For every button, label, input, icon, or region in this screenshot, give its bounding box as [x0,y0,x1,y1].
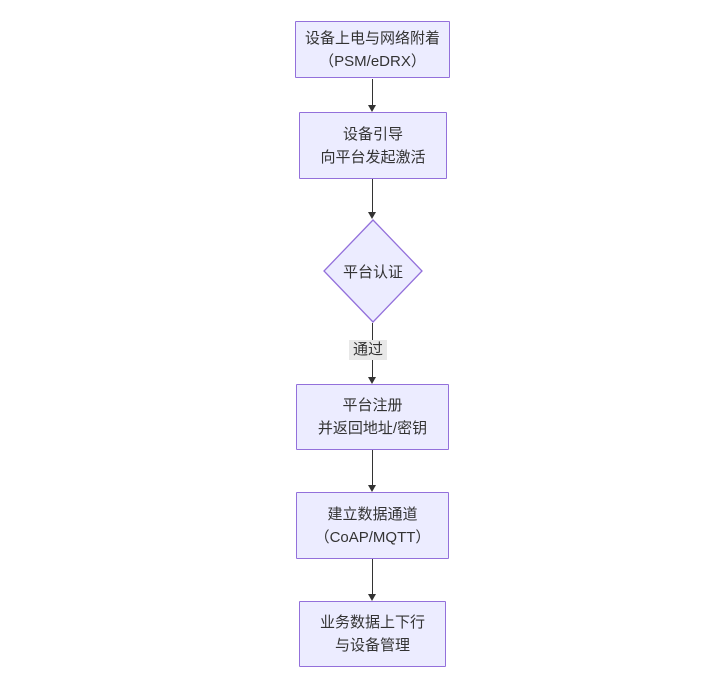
flow-node-power-attach: 设备上电与网络附着 （PSM/eDRX） [295,21,450,78]
arrowhead-icon [368,485,376,492]
node-label-line: （PSM/eDRX） [319,52,426,70]
arrow-line [372,450,373,487]
edge-label-pass: 通过 [349,340,388,360]
flow-arrow [368,559,377,601]
arrowhead-icon [368,377,376,384]
node-label-line: 向平台发起激活 [320,148,426,166]
flow-arrow [368,79,377,112]
node-label-line: （CoAP/MQTT） [314,528,431,546]
arrow-line [372,179,373,214]
flow-node-platform-register: 平台注册 并返回地址/密钥 [296,384,449,450]
flow-arrow [368,179,377,219]
node-label-line: 设备上电与网络附着 [304,29,440,47]
node-label-line: 建立数据通道 [327,505,418,523]
flow-arrow [368,450,377,492]
flow-node-data-channel: 建立数据通道 （CoAP/MQTT） [296,492,449,559]
diamond-shape [323,219,423,323]
flow-node-business-data: 业务数据上下行 与设备管理 [299,601,446,667]
arrowhead-icon [368,212,376,219]
node-label-line: 平台认证 [342,263,403,281]
node-label-line: 设备引导 [342,125,403,143]
flow-node-bootstrap: 设备引导 向平台发起激活 [299,112,447,179]
arrow-line [372,559,373,596]
arrow-line [372,79,373,107]
node-label-line: 业务数据上下行 [319,614,425,631]
flow-node-platform-auth: 平台认证 [323,219,423,323]
arrowhead-icon [368,594,376,601]
node-label-line: 平台注册 [342,397,403,414]
node-label-line: 与设备管理 [334,637,410,654]
node-label-line: 并返回地址/密钥 [317,420,428,437]
arrowhead-icon [368,105,376,112]
